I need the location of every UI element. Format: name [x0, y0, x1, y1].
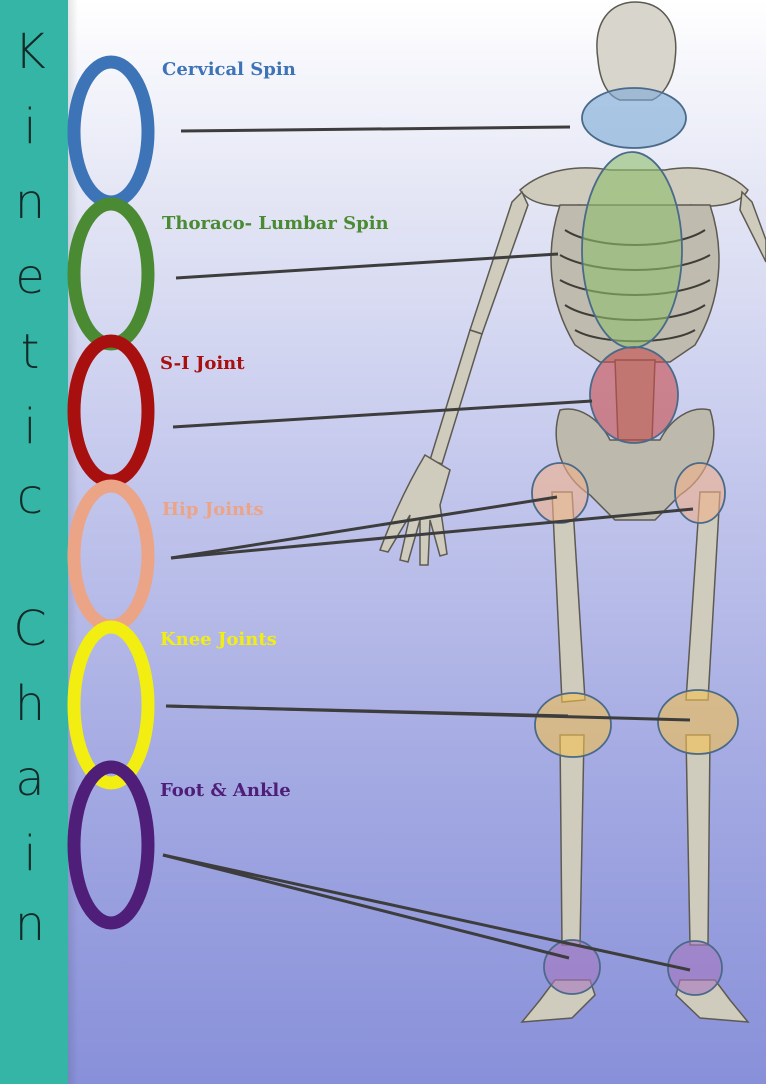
title-letter: i: [23, 99, 37, 155]
title-letter: e: [15, 249, 45, 305]
left-ankle-region: [543, 939, 601, 995]
label-hip-joints: Hip Joints: [162, 499, 264, 520]
cervical-region: [581, 87, 687, 149]
left-hip-region: [531, 462, 589, 524]
label-cervical-spin: Cervical Spin: [162, 59, 296, 80]
left-upper-arm: [469, 190, 529, 335]
chain-link-si-joint: [67, 334, 155, 488]
sidebar-title-bar: K i n e t i c C h a i n: [0, 0, 68, 1084]
connector-right-knee: [165, 704, 691, 722]
chain-link-foot-ankle: [67, 760, 155, 930]
right-hip-region: [674, 462, 726, 524]
title-letter: K: [14, 24, 46, 80]
connector-cervical: [180, 125, 571, 133]
left-tibia: [559, 734, 585, 946]
connector-si-joint: [172, 399, 593, 429]
right-knee-region: [657, 689, 739, 755]
title-letter: t: [20, 324, 40, 380]
title-letter: i: [23, 826, 37, 882]
left-hand: [379, 453, 451, 566]
title-letter: c: [16, 469, 44, 525]
chain-link-thoraco-lumbar: [67, 197, 155, 351]
title-letter: h: [14, 676, 46, 732]
label-knee-joints: Knee Joints: [160, 629, 277, 650]
si-joint-region: [589, 346, 679, 444]
left-forearm: [429, 329, 483, 465]
chain-link-hip: [67, 479, 155, 633]
right-tibia: [685, 734, 711, 946]
label-si-joint: S-I Joint: [160, 353, 245, 374]
connector-left-hip: [170, 495, 558, 560]
skull: [596, 1, 677, 101]
connector-lines: [162, 125, 694, 972]
connector-left-ankle: [162, 853, 570, 960]
chain-link-knee: [67, 620, 155, 790]
left-knee-region: [534, 692, 612, 758]
right-ankle-region: [667, 940, 723, 996]
connector-right-hip: [170, 507, 694, 560]
connector-right-ankle: [162, 853, 691, 972]
label-foot-ankle: Foot & Ankle: [160, 780, 291, 801]
title-letter: n: [14, 174, 46, 230]
thoraco-lumbar-region: [581, 151, 683, 349]
connector-thoraco-lumbar: [175, 252, 559, 280]
title-letter: a: [15, 751, 45, 807]
title-letter: n: [14, 896, 46, 952]
kinetic-chain: [67, 55, 155, 930]
title-letter: i: [23, 399, 37, 455]
title-letter: C: [13, 601, 47, 657]
highlight-regions: [531, 87, 739, 996]
chain-link-cervical: [67, 55, 155, 209]
right-upper-arm: [739, 190, 766, 263]
label-thoraco-lumbar-spin: Thoraco- Lumbar Spin: [162, 213, 389, 234]
